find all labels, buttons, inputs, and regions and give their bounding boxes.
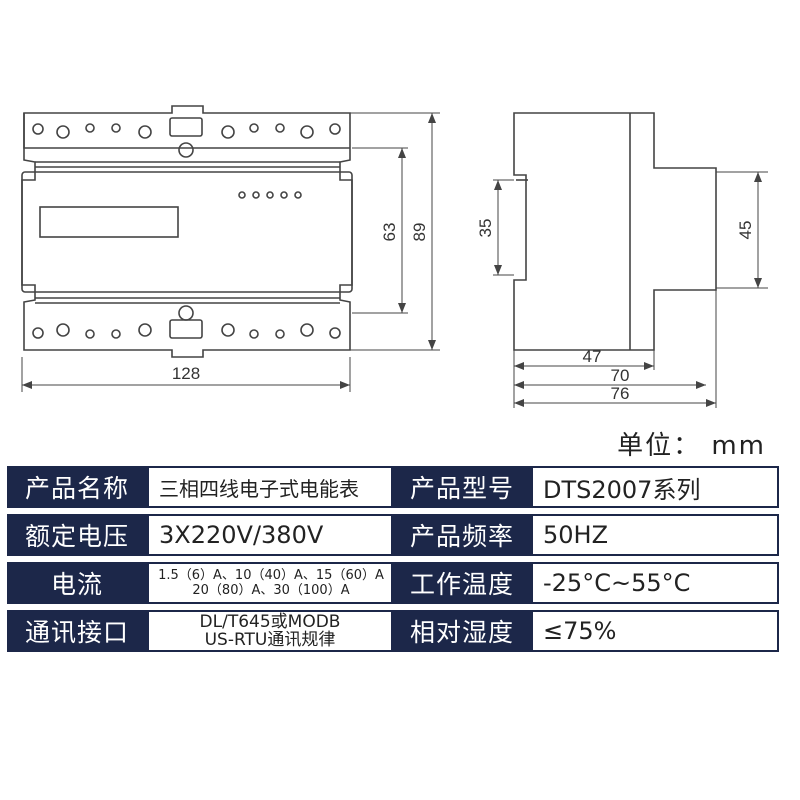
dim-35: 35: [476, 219, 495, 238]
humidity-value: ≤75%: [531, 610, 779, 652]
product-name-value: 三相四线电子式电能表: [147, 466, 393, 508]
temperature-label: 工作温度: [393, 562, 531, 604]
spec-table: 产品名称 三相四线电子式电能表 产品型号 DTS2007系列 额定电压 3X22…: [7, 466, 779, 658]
comm-value-line1: DL/T645或MODB: [199, 612, 341, 632]
spec-row: 通讯接口 DL/T645或MODB US-RTU通讯规律 相对湿度 ≤75%: [7, 610, 779, 652]
model-label: 产品型号: [393, 466, 531, 508]
frequency-value: 50HZ: [531, 514, 779, 556]
voltage-label: 额定电压: [7, 514, 147, 556]
spec-row: 额定电压 3X220V/380V 产品频率 50HZ: [7, 514, 779, 556]
comm-label: 通讯接口: [7, 610, 147, 652]
dim-128: 128: [172, 364, 200, 383]
comm-value: DL/T645或MODB US-RTU通讯规律: [147, 610, 393, 652]
dim-89: 89: [410, 223, 429, 242]
comm-value-line2: US-RTU通讯规律: [204, 630, 336, 650]
side-view-outline: [513, 112, 717, 351]
current-value: 1.5（6）A、10（40）A、15（60）A 20（80）A、30（100）A: [147, 562, 393, 604]
frequency-label: 产品频率: [393, 514, 531, 556]
dim-76: 76: [611, 384, 630, 403]
voltage-value: 3X220V/380V: [147, 514, 393, 556]
meter-face: [21, 171, 353, 293]
humidity-label: 相对湿度: [393, 610, 531, 652]
product-name-label: 产品名称: [7, 466, 147, 508]
temperature-value: -25°C~55°C: [531, 562, 779, 604]
model-value: DTS2007系列: [531, 466, 779, 508]
dim-63: 63: [380, 223, 399, 242]
dim-47: 47: [583, 347, 602, 366]
current-value-line1: 1.5（6）A、10（40）A、15（60）A: [158, 568, 384, 583]
spec-row: 电流 1.5（6）A、10（40）A、15（60）A 20（80）A、30（10…: [7, 562, 779, 604]
current-label: 电流: [7, 562, 147, 604]
unit-label: 单位： mm: [617, 431, 766, 461]
dim-70: 70: [611, 366, 630, 385]
spec-row: 产品名称 三相四线电子式电能表 产品型号 DTS2007系列: [7, 466, 779, 508]
dim-45: 45: [736, 221, 755, 240]
dimension-drawing: 89 63 128 35 45 47 70 76: [21, 105, 768, 408]
lcd-window: [39, 206, 179, 238]
current-value-line2: 20（80）A、30（100）A: [192, 583, 350, 598]
